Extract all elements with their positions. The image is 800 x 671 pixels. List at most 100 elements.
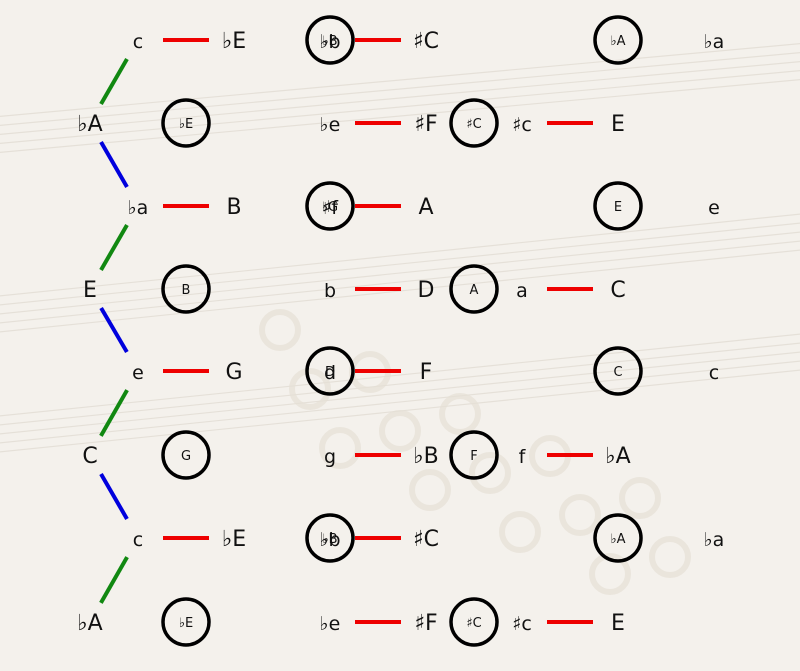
watermark-stroke: [559, 494, 601, 536]
staff-line: [0, 70, 800, 144]
node-label: ♭b: [319, 529, 340, 551]
node-label: e: [132, 362, 144, 384]
ring-circle: [449, 264, 499, 314]
ring-circle: [305, 181, 355, 231]
ring-circle: [449, 98, 499, 148]
ring-circle: [161, 597, 211, 647]
center-ring: B: [161, 264, 211, 314]
node-label: C: [82, 444, 97, 469]
center-label: ♭B: [322, 34, 337, 49]
edge-diagonal: [99, 306, 129, 354]
node-label: b: [324, 280, 336, 302]
center-ring: G: [161, 430, 211, 480]
node-label: c: [133, 529, 143, 551]
node-label: ♭E: [222, 29, 246, 54]
staff-line: [0, 342, 800, 426]
node-label: ♭A: [605, 444, 630, 469]
node-label: ♯c: [512, 613, 532, 635]
watermark-stroke: [319, 427, 361, 469]
watermark-stroke: [439, 393, 481, 435]
staff-line: [0, 213, 800, 297]
node-label: E: [83, 278, 97, 303]
center-label: ♭A: [610, 34, 625, 49]
node-label: ♯c: [512, 114, 532, 136]
center-ring: ♯C: [449, 597, 499, 647]
node-label: ♯F: [414, 112, 437, 137]
edge-diagonal: [99, 473, 129, 520]
center-ring: F: [449, 430, 499, 480]
node-label: e: [708, 197, 720, 219]
node-label: ♯f: [322, 197, 339, 219]
staff-line: [0, 61, 800, 135]
watermark-stroke: [469, 452, 511, 494]
node-label: B: [226, 195, 241, 220]
ring-circle: [161, 264, 211, 314]
ring-circle: [593, 513, 643, 563]
node-label: ♯C: [413, 527, 439, 552]
edge-diagonal: [99, 389, 129, 437]
center-label: C: [613, 365, 622, 380]
node-label: ♭b: [319, 31, 340, 53]
center-label: ♯C: [466, 117, 481, 132]
node-label: ♭a: [704, 31, 725, 53]
node-label: a: [516, 280, 528, 302]
staff-line: [0, 222, 800, 306]
node-label: ♯F: [414, 611, 437, 636]
node-label: D: [418, 278, 435, 303]
staff-line: [0, 231, 800, 315]
watermark-stroke: [409, 469, 451, 511]
watermark-stroke: [499, 511, 541, 553]
ring-circle: [305, 346, 355, 396]
center-ring: D: [305, 346, 355, 396]
center-label: G: [181, 449, 191, 464]
watermark-stroke: [259, 309, 301, 351]
center-ring: ♭E: [161, 597, 211, 647]
node-label: E: [611, 112, 625, 137]
watermark-stroke: [649, 536, 691, 578]
center-label: ♯C: [466, 616, 481, 631]
node-label: ♭A: [77, 112, 102, 137]
node-label: ♯C: [413, 29, 439, 54]
ring-circle: [449, 430, 499, 480]
node-label: C: [610, 278, 625, 303]
staff-line: [0, 43, 800, 117]
node-label: ♭A: [77, 611, 102, 636]
center-label: ♭E: [179, 616, 193, 631]
edge-layer: [99, 38, 593, 624]
center-ring: ♭B: [305, 15, 355, 65]
node-label: f: [519, 446, 527, 468]
center-label: ♭G: [322, 200, 338, 215]
center-label: F: [470, 449, 477, 464]
edge-diagonal: [99, 141, 129, 188]
watermark-stroke: [289, 368, 331, 410]
center-label: ♭A: [610, 532, 625, 547]
center-label: E: [614, 200, 622, 215]
ring-circle: [161, 430, 211, 480]
edge-diagonal: [99, 556, 129, 604]
node-label: c: [133, 31, 143, 53]
center-ring: ♭A: [593, 513, 643, 563]
node-label: ♭B: [413, 444, 438, 469]
staff-line: [0, 52, 800, 126]
center-ring: ♭B: [305, 513, 355, 563]
node-label: ♭a: [128, 197, 149, 219]
center-ring: A: [449, 264, 499, 314]
ring-circle: [305, 513, 355, 563]
watermark-stroke: [379, 410, 421, 452]
edge-diagonal: [99, 224, 129, 271]
center-label: D: [325, 365, 335, 380]
ring-circle: [305, 15, 355, 65]
node-label: F: [420, 360, 433, 385]
node-label: g: [324, 446, 336, 468]
node-label: G: [225, 360, 242, 385]
ring-circle: [593, 346, 643, 396]
ring-circle: [593, 15, 643, 65]
staff-line: [0, 240, 800, 324]
center-label: ♭B: [322, 532, 337, 547]
center-ring: ♭G: [305, 181, 355, 231]
